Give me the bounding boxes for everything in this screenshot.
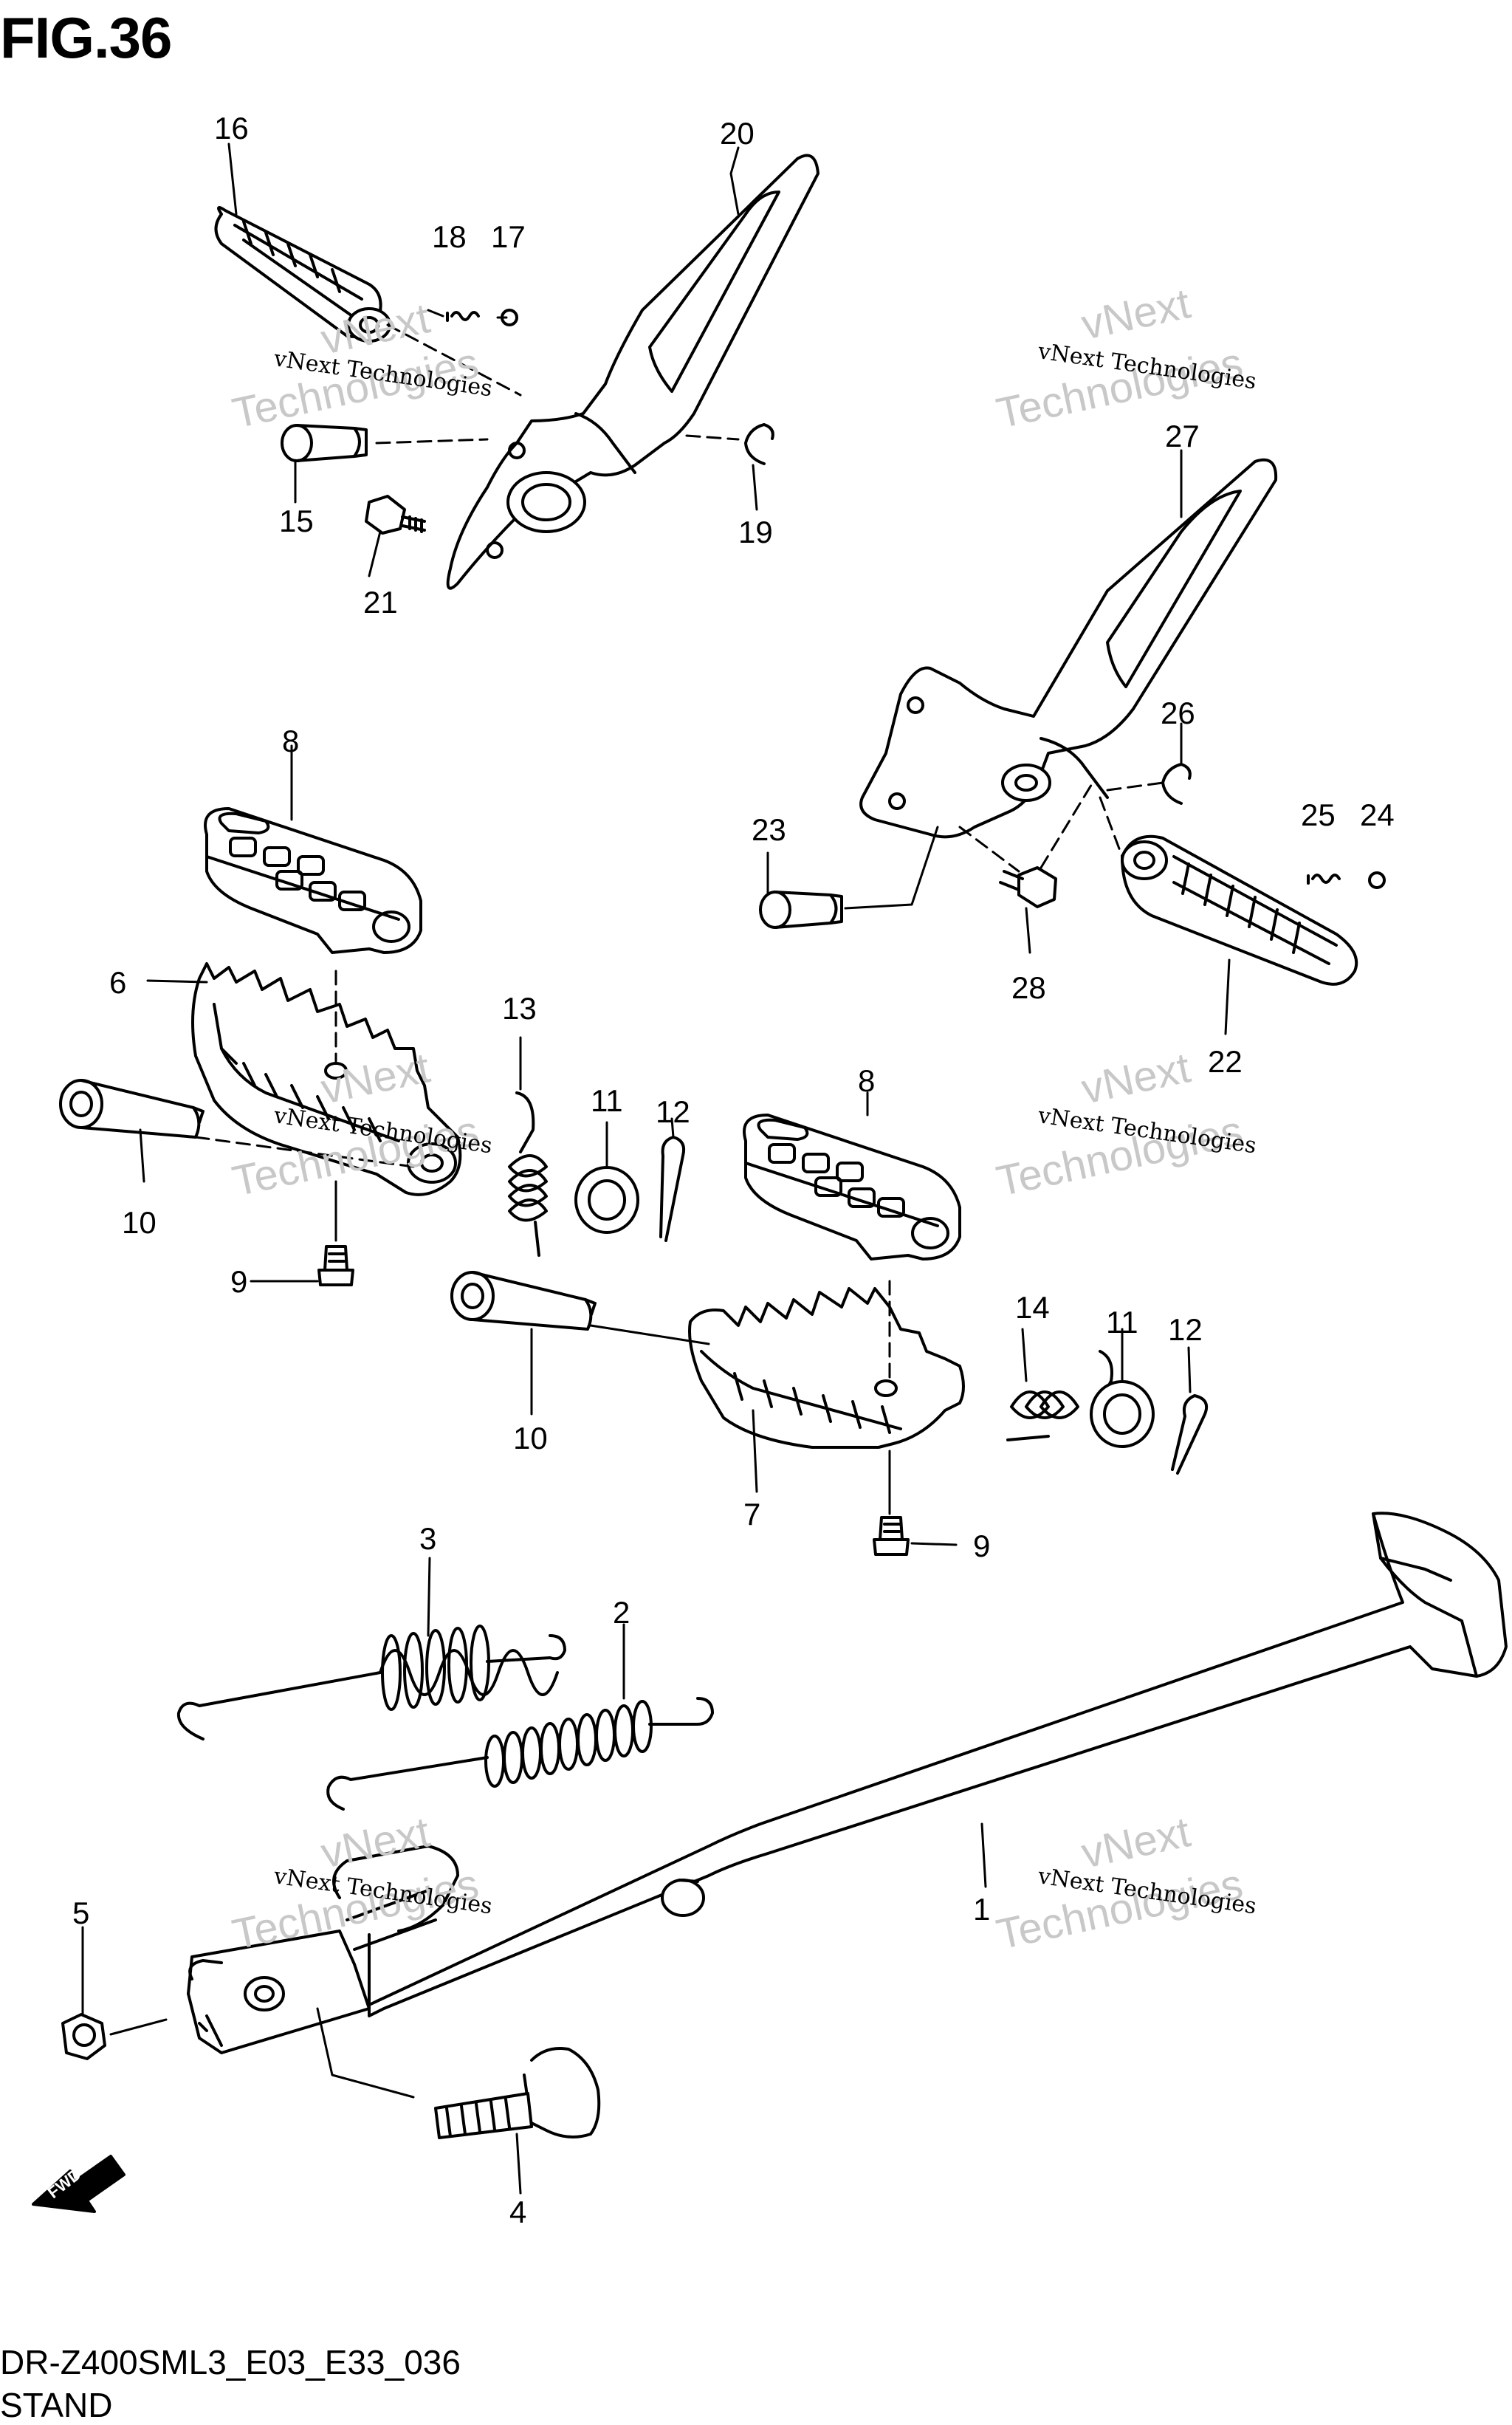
bracket-27 [859, 458, 1278, 839]
pin-10-upper [59, 1079, 205, 1139]
callout-24: 24 [1360, 798, 1395, 832]
callout-13: 13 [502, 991, 537, 1026]
callout-25: 25 [1301, 798, 1336, 832]
ball-24 [1368, 871, 1386, 889]
clip-19 [744, 423, 774, 465]
callout-12-upper: 12 [656, 1094, 690, 1129]
callout-2: 2 [613, 1595, 630, 1630]
callout-10-upper: 10 [122, 1205, 157, 1240]
callout-8-lower: 8 [858, 1063, 875, 1098]
footpeg-rubber-8-lower [743, 1114, 961, 1260]
callout-3: 3 [419, 1521, 436, 1556]
callout-28: 28 [1011, 970, 1046, 1005]
bolt-9-upper [317, 1245, 354, 1286]
callout-27: 27 [1165, 419, 1200, 453]
callout-22: 22 [1208, 1044, 1243, 1079]
cotter-pin-12-lower [1171, 1394, 1209, 1475]
spring-18 [446, 311, 480, 322]
svg-text:vNext: vNext [317, 1808, 434, 1877]
callout-20: 20 [720, 116, 755, 151]
pin-10-lower [450, 1271, 597, 1331]
callout-4: 4 [509, 2195, 526, 2229]
callout-9-upper: 9 [230, 1264, 247, 1299]
callout-10-lower: 10 [513, 1421, 548, 1455]
side-stand-1 [187, 1512, 1508, 2054]
callout-23: 23 [752, 812, 786, 847]
diagram-code: DR-Z400SML3_E03_E33_036 [0, 2343, 461, 2381]
callout-16: 15 [279, 504, 314, 538]
callout-17: 17 [491, 219, 526, 254]
spring-2 [326, 1697, 714, 1811]
watermark-6: Technologies vNext vNext Technologies [992, 1808, 1258, 1958]
callout-8-upper: 8 [282, 724, 299, 758]
callout-12-lower: 12 [1168, 1312, 1203, 1347]
callout-15: 16 [214, 111, 249, 145]
watermark-1: Technologies vNext vNext Technologies [228, 294, 494, 437]
cotter-pin-12-upper [659, 1136, 686, 1242]
washer-11-upper [574, 1166, 639, 1234]
callout-19: 19 [738, 515, 773, 549]
footrest-22 [1121, 834, 1358, 986]
watermark-5: Technologies vNext vNext Technologies [228, 1808, 494, 1958]
spring-3 [176, 1625, 566, 1740]
leader-lines-right [844, 781, 1164, 910]
spring-13 [508, 1091, 548, 1257]
footpeg-6 [191, 962, 462, 1196]
pin-16 [281, 424, 368, 462]
callout-5: 5 [72, 1896, 89, 1930]
footpeg-rubber-8-upper [204, 807, 422, 954]
bracket-20 [446, 154, 819, 590]
callout-labels: 16 20 18 17 15 19 21 27 26 23 25 24 28 2… [72, 111, 1395, 2229]
callout-26: 26 [1161, 696, 1195, 730]
bolt-9-lower [873, 1516, 910, 1556]
bolt-4 [434, 2047, 601, 2139]
clip-26 [1161, 763, 1192, 805]
callout-21: 21 [363, 585, 398, 620]
figure-title: FIG.36 [0, 5, 172, 70]
bolt-28 [999, 866, 1057, 908]
svg-text:vNext: vNext [1077, 1808, 1195, 1877]
callout-6: 6 [109, 965, 126, 1000]
callout-9-lower: 9 [973, 1529, 990, 1563]
callout-11-lower: 11 [1106, 1305, 1138, 1340]
nut-5 [61, 2013, 106, 2060]
leader-lines-footpeg-lower [589, 1280, 891, 1515]
callout-18: 18 [432, 219, 467, 254]
svg-text:vNext: vNext [1077, 279, 1195, 349]
leader-lines-footpeg-upper [194, 970, 415, 1242]
spring-25 [1307, 874, 1341, 885]
watermark-2: Technologies vNext vNext Technologies [992, 279, 1258, 437]
footrest-15 [214, 206, 391, 343]
footpeg-7 [688, 1287, 965, 1449]
callout-11-upper: 11 [591, 1083, 623, 1118]
callout-14: 14 [1015, 1290, 1050, 1325]
washer-11-lower [1090, 1380, 1155, 1448]
leader-lines-stand [109, 2007, 522, 2195]
leader-lines-top [375, 309, 740, 445]
diagram-name: STAND [0, 2386, 113, 2424]
bolt-21 [365, 495, 426, 535]
callout-1: 1 [973, 1892, 990, 1927]
spring-14 [1006, 1350, 1113, 1441]
fwd-arrow [32, 2155, 126, 2213]
callout-7: 7 [743, 1497, 760, 1532]
svg-text:vNext: vNext [1077, 1043, 1195, 1113]
pin-23 [759, 891, 843, 929]
callout-leaders [81, 143, 1231, 2016]
watermark-3: Technologies vNext vNext Technologies [228, 1043, 494, 1205]
